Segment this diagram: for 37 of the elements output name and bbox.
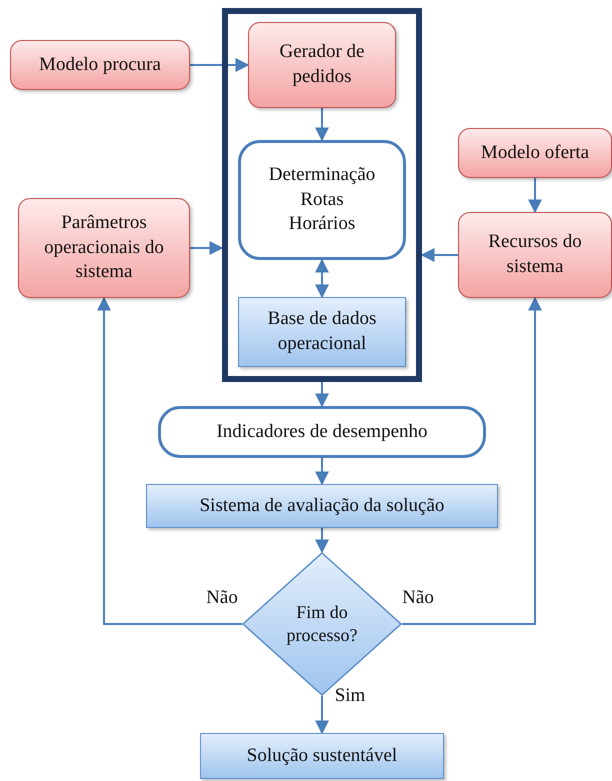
- process-box: [18, 198, 190, 298]
- node-text: Solução sustentável: [246, 744, 398, 768]
- node-text: Indicadores de desempenho: [215, 420, 429, 444]
- rounded-box: [158, 406, 486, 458]
- process-box: [458, 212, 612, 298]
- arrow: [420, 248, 458, 262]
- node-text: Parâmetros operacionais do sistema: [43, 210, 165, 284]
- process-box: [458, 128, 612, 178]
- node-text: Gerador de pedidos: [278, 40, 366, 89]
- edge-label: Sim: [334, 685, 366, 707]
- arrow: [190, 241, 224, 255]
- arrow: [315, 258, 329, 298]
- node-text: Sistema de avaliação da solução: [198, 494, 446, 518]
- node-text: Base de dados operacional: [266, 307, 378, 356]
- node-text: Modelo procura: [38, 52, 162, 77]
- node-text: Modelo oferta: [480, 140, 590, 165]
- data-box: [146, 484, 498, 528]
- edge-label: Não: [402, 587, 434, 609]
- process-box: [248, 22, 396, 108]
- data-box: [238, 297, 406, 367]
- node-text: Fim do processo?: [286, 600, 358, 647]
- arrow: [528, 178, 542, 214]
- node-text: Recursos do sistema: [487, 230, 583, 279]
- arrow: [315, 382, 329, 408]
- data-box: [200, 733, 444, 779]
- process-box: [10, 40, 190, 90]
- rounded-box: [238, 140, 406, 260]
- arrow: [315, 108, 329, 142]
- arrow: [402, 296, 542, 625]
- arrow: [315, 458, 329, 486]
- arrow: [97, 296, 242, 625]
- edge-label: Não: [206, 587, 238, 609]
- arrow: [315, 528, 329, 554]
- system-frame: [222, 8, 422, 382]
- arrow: [315, 696, 329, 734]
- node-text: Determinação Rotas Horários: [268, 162, 376, 236]
- arrow: [190, 58, 250, 72]
